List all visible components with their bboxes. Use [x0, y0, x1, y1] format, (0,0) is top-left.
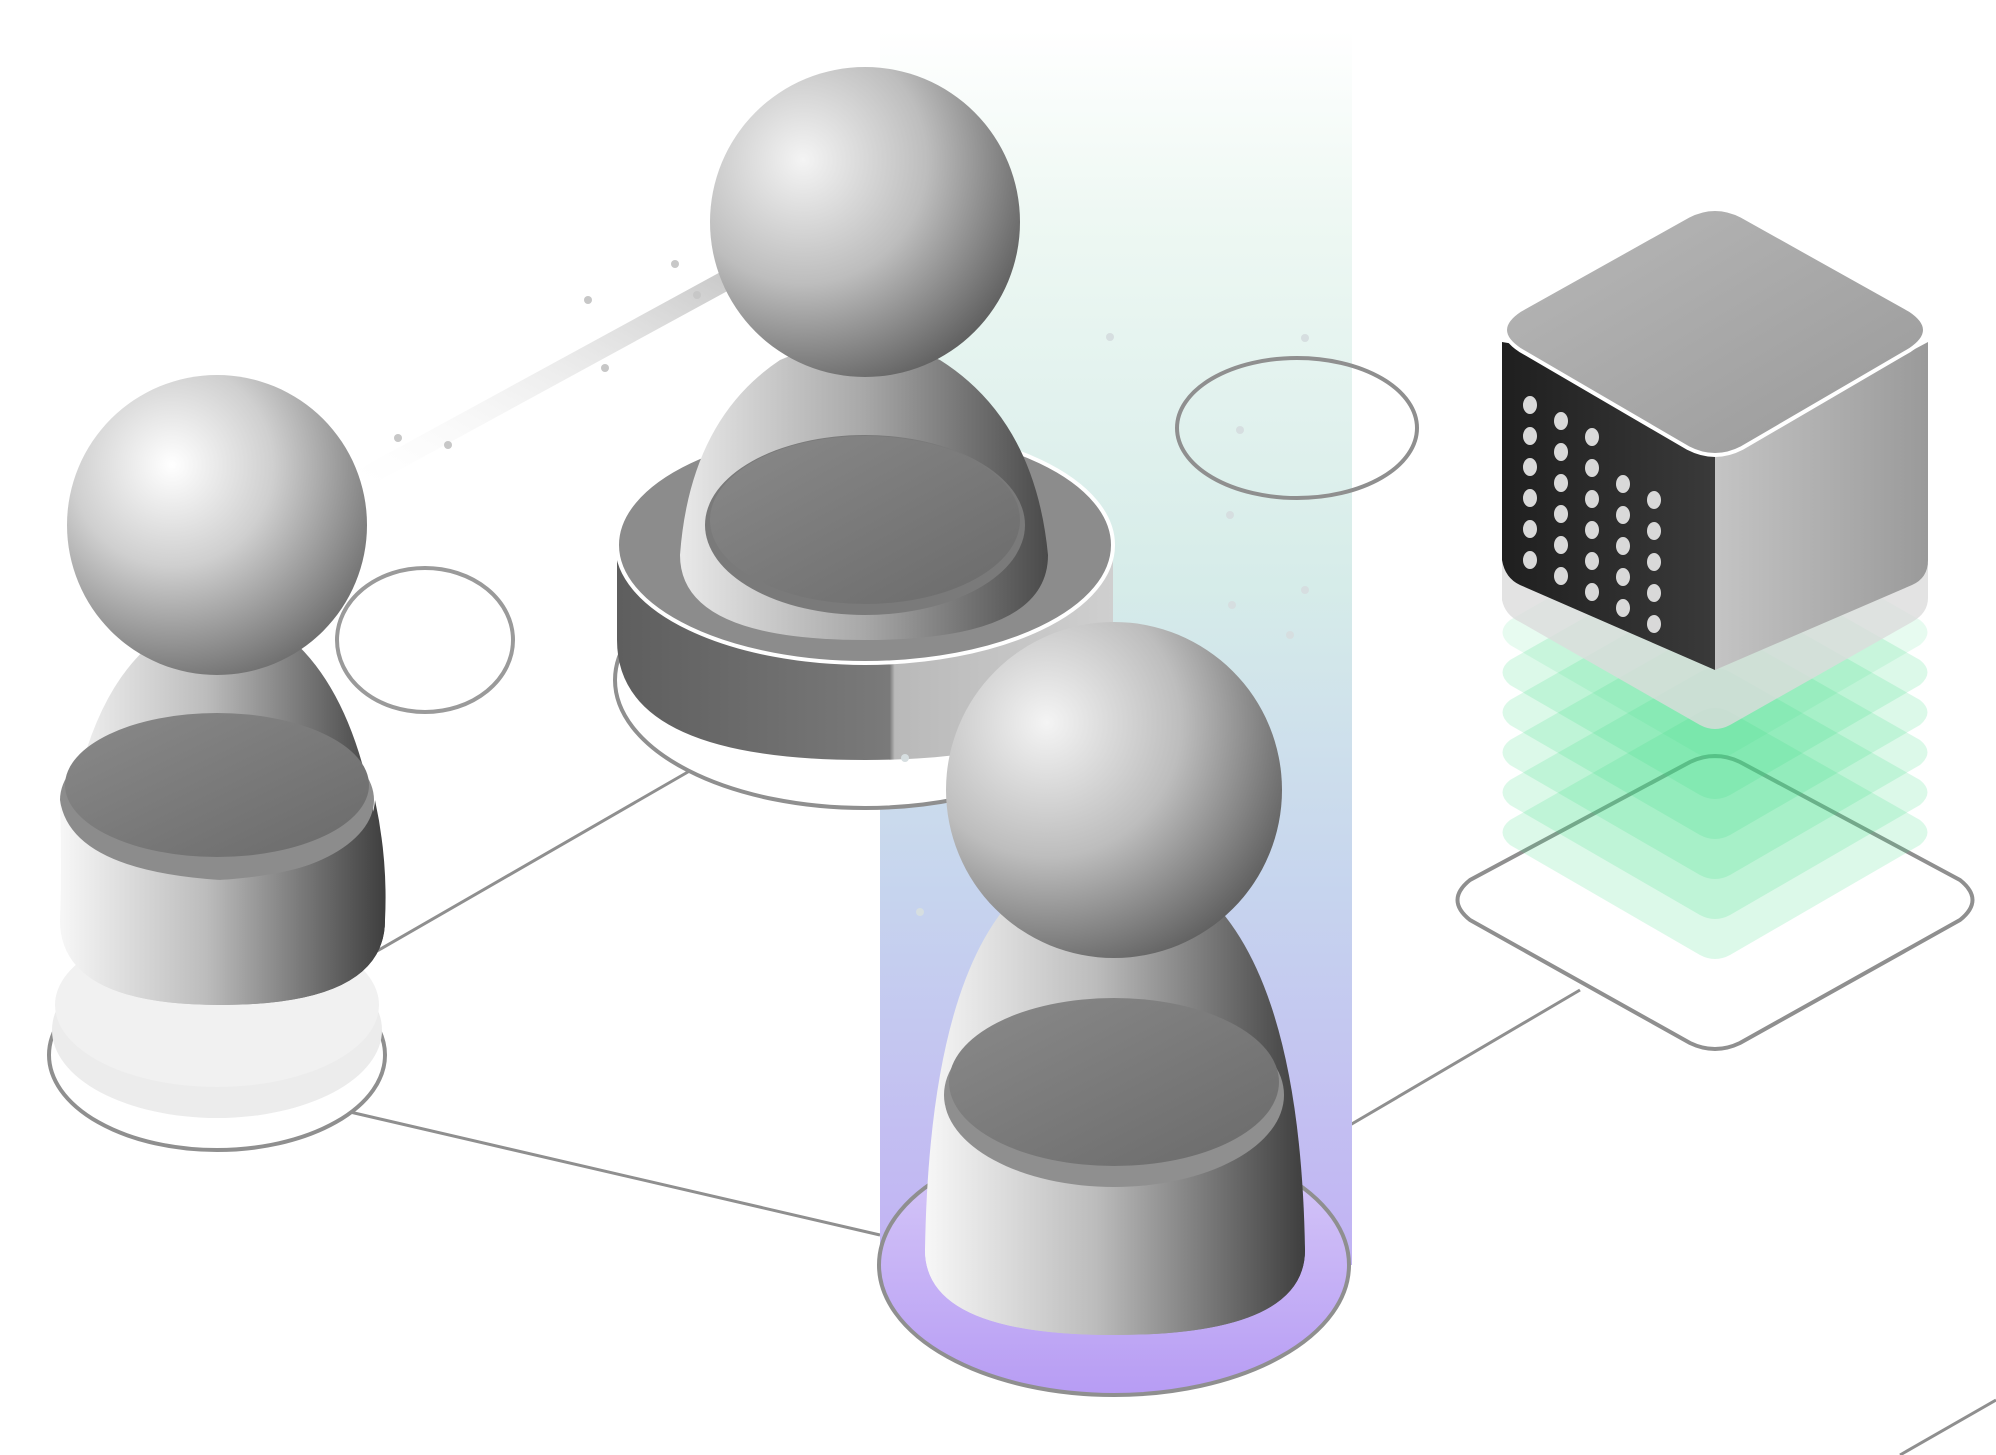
server-led [1616, 506, 1630, 524]
person-top-head [710, 67, 1020, 377]
server-led [1554, 412, 1568, 430]
transfer-beam [350, 242, 788, 490]
corner-edge [1899, 1398, 1996, 1455]
server-led [1585, 552, 1599, 570]
server-led [1554, 536, 1568, 554]
server-led [1585, 521, 1599, 539]
server-led [1647, 553, 1661, 571]
sparkle-dots [901, 333, 1309, 916]
person-highlighted-head [946, 622, 1282, 958]
server-led [1616, 537, 1630, 555]
server-led [1523, 458, 1537, 476]
server-led [1523, 520, 1537, 538]
person-left-head [67, 375, 367, 675]
server-led [1554, 567, 1568, 585]
server-led [1647, 491, 1661, 509]
server-led [1523, 396, 1537, 414]
server-led [1647, 584, 1661, 602]
server-base-outline [1455, 754, 1975, 1051]
server-led-grid [1523, 396, 1661, 633]
server-led [1554, 443, 1568, 461]
server-led [1616, 568, 1630, 586]
server-node [1455, 207, 1975, 1051]
server-led [1585, 428, 1599, 446]
empty-slot-ring-top-right [1175, 356, 1419, 500]
server-led [1585, 583, 1599, 601]
link-left-top [364, 763, 701, 960]
link-bottom-server [1349, 988, 1581, 1127]
link-left-bottom [349, 1110, 881, 1237]
server-side-face [1715, 342, 1928, 670]
server-led [1523, 551, 1537, 569]
server-led [1616, 599, 1630, 617]
person-highlighted [877, 622, 1351, 1397]
server-led [1616, 475, 1630, 493]
server-top-face [1503, 207, 1927, 457]
server-led [1585, 459, 1599, 477]
server-led [1647, 615, 1661, 633]
server-led [1554, 474, 1568, 492]
server-led [1647, 522, 1661, 540]
server-led [1523, 427, 1537, 445]
person-left [47, 375, 387, 1152]
person-top [613, 67, 1117, 810]
server-led [1554, 505, 1568, 523]
server-led [1523, 489, 1537, 507]
server-led [1585, 490, 1599, 508]
empty-slot-ring-left [335, 566, 515, 714]
